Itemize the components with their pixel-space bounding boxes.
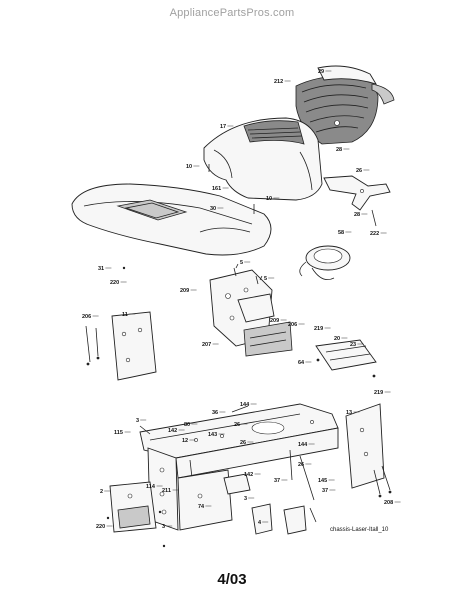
main-frame: [139, 403, 339, 479]
callout-label: 28: [336, 147, 342, 153]
callout-label: 143: [208, 432, 217, 438]
callout-label: 161: [212, 186, 221, 192]
callout-label: 58: [338, 230, 344, 236]
callout-label: 142: [244, 472, 253, 478]
right-mount-bracket: [315, 339, 377, 378]
callout-label: 2: [100, 489, 103, 495]
front-bumper-plate: [109, 481, 157, 533]
callout-label: 3: [244, 496, 247, 502]
callout-label: 26: [240, 440, 246, 446]
hood: [203, 117, 323, 201]
callout-label: 30: [210, 206, 216, 212]
callout-label: 13: [346, 410, 352, 416]
callout-label: 209: [270, 318, 279, 324]
callout-label: 74: [198, 504, 205, 510]
callout-label: 12: [182, 438, 188, 444]
body-pan: [71, 183, 272, 256]
right-side-panel: [345, 403, 392, 498]
callout-label: 20: [334, 336, 340, 342]
callout-label: 220: [110, 280, 119, 286]
callout-label: 209: [180, 288, 189, 294]
callout-label: 3: [136, 418, 139, 424]
callout-label: 4: [258, 520, 262, 526]
callout-label: 5: [264, 276, 267, 282]
callout-label: 37: [274, 478, 280, 484]
callout-label: 144: [240, 402, 250, 408]
callout-label: 222: [370, 231, 379, 237]
callout-label: 219: [314, 326, 323, 332]
small-brackets: [139, 405, 317, 535]
callout-label: 26: [356, 168, 362, 174]
callout-label: 10: [186, 164, 192, 170]
callout-label: 5: [240, 260, 243, 266]
callout-label: 64: [298, 360, 305, 366]
callout-label: 36: [212, 410, 218, 416]
figure-id-label: chassis-Laser-Itall_10: [330, 527, 389, 533]
watermark-text: AppliancePartsPros.com: [169, 7, 295, 19]
hardware-bolts: [106, 164, 263, 548]
callout-label: 37: [322, 488, 328, 494]
callout-label: 17: [220, 124, 226, 130]
callout-label: 211: [162, 488, 171, 494]
callout-label: 115: [114, 430, 123, 436]
callout-label: 114: [146, 484, 156, 490]
callout-label: 28: [354, 212, 360, 218]
callout-label: 206: [82, 314, 91, 320]
callout-label: 80: [184, 422, 190, 428]
callout-label: 31: [98, 266, 104, 272]
callout-label: 26: [298, 462, 304, 468]
callout-label: 144: [298, 442, 308, 448]
callout-label: 29: [318, 69, 324, 75]
callout-label: 208: [384, 500, 393, 506]
callout-labels: 29 212 28 17 10 161 30 10 26 28 222 58 3…: [82, 69, 393, 530]
callout-label: 212: [274, 79, 283, 85]
callout-label: 3: [162, 524, 165, 530]
callout-label: 206: [288, 322, 297, 328]
callout-label: 26: [234, 422, 240, 428]
grille-assembly: [295, 65, 395, 145]
callout-label: 11: [122, 312, 128, 318]
date-code: 4/03: [217, 571, 247, 588]
fuel-tank-ring: [299, 245, 351, 281]
callout-label: 219: [374, 390, 383, 396]
callout-label: 207: [202, 342, 211, 348]
callout-label: 220: [96, 524, 105, 530]
callout-label: 10: [266, 196, 272, 202]
dash-panel: [209, 267, 293, 357]
callout-label: 142: [168, 428, 177, 434]
frame-side-rail: [147, 447, 233, 531]
callout-label: 23: [350, 342, 356, 348]
callout-label: 145: [318, 478, 327, 484]
leader-lines: [92, 70, 401, 527]
left-side-panel: [85, 311, 157, 381]
hood-bracket: [323, 175, 391, 227]
